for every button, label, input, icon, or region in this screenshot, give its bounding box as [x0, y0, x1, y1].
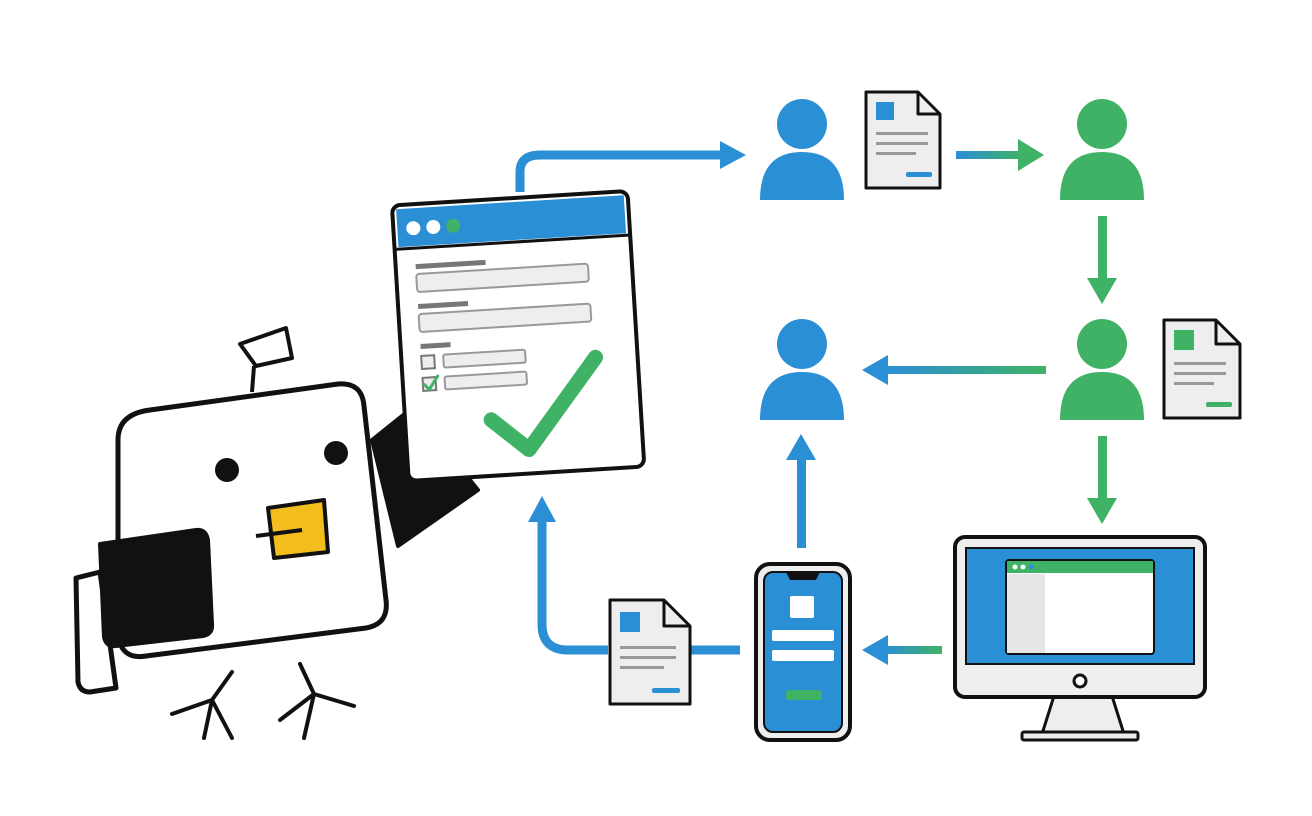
requester-person — [760, 99, 844, 200]
bird-wing-icon — [73, 527, 215, 695]
green-document — [1162, 318, 1242, 420]
arrow-approver-down — [1087, 216, 1117, 304]
approved-form — [390, 189, 646, 483]
form-field — [442, 348, 527, 369]
desktop-monitor — [953, 535, 1207, 742]
checkbox-icon — [420, 354, 436, 370]
arrow-second-approver-down — [1087, 436, 1117, 524]
checkmark-icon — [483, 349, 604, 458]
window-dot-icon — [446, 218, 461, 233]
approver-person — [1060, 99, 1144, 200]
arrow-phone-to-recipient — [786, 434, 816, 548]
bird-eye-right-icon — [324, 441, 348, 465]
form-field — [417, 302, 593, 333]
window-dot-icon — [406, 221, 421, 236]
blue-document — [864, 90, 942, 190]
returned-document — [608, 598, 692, 706]
arrow-requester-to-approver — [956, 139, 1044, 171]
second-approver-person — [1060, 319, 1144, 420]
arrow-second-approver-to-recipient — [862, 355, 1046, 385]
form-field — [415, 262, 590, 293]
power-button-icon — [1072, 673, 1088, 689]
antenna-flag-icon — [238, 326, 294, 393]
arrow-phone-to-form — [528, 496, 740, 655]
recipient-person — [760, 319, 844, 420]
window-dot-icon — [426, 219, 441, 234]
bird-eye-left-icon — [215, 458, 239, 482]
bird-legs-icon — [170, 662, 356, 740]
arrow-monitor-to-phone — [862, 635, 942, 665]
arrow-form-to-requester — [515, 141, 746, 192]
mobile-phone — [754, 562, 852, 742]
bird-beak-icon — [255, 498, 330, 560]
form-field — [443, 370, 528, 391]
mascot-bird — [73, 326, 480, 740]
